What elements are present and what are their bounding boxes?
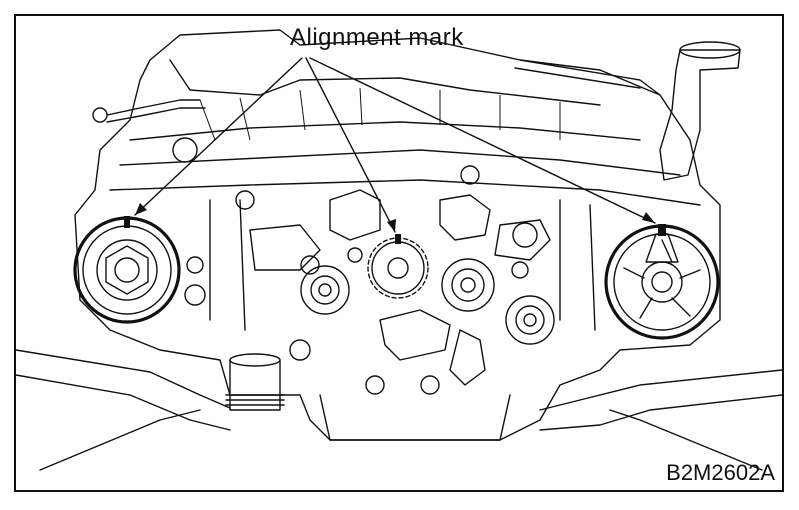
oil-pan xyxy=(319,375,511,441)
engine-mounts xyxy=(15,349,783,471)
arrowhead-left xyxy=(135,203,147,215)
right-cam-sprocket xyxy=(604,224,720,340)
crank-sprocket xyxy=(367,234,429,299)
alignment-mark-label: Alignment mark xyxy=(290,24,464,51)
arrowhead-right xyxy=(642,212,655,223)
idler-pulleys xyxy=(300,258,555,345)
figure-code: B2M2602A xyxy=(666,460,775,485)
oil-filter xyxy=(225,353,285,411)
callout-leaders xyxy=(134,57,656,233)
left-hose xyxy=(92,99,206,123)
oil-filler-pipe xyxy=(514,41,741,181)
arrowhead-center xyxy=(387,219,396,232)
left-cam-sprocket xyxy=(73,216,181,324)
left-alignment-notch xyxy=(124,216,130,228)
right-alignment-notch xyxy=(658,224,666,236)
crank-alignment-notch xyxy=(395,234,401,244)
